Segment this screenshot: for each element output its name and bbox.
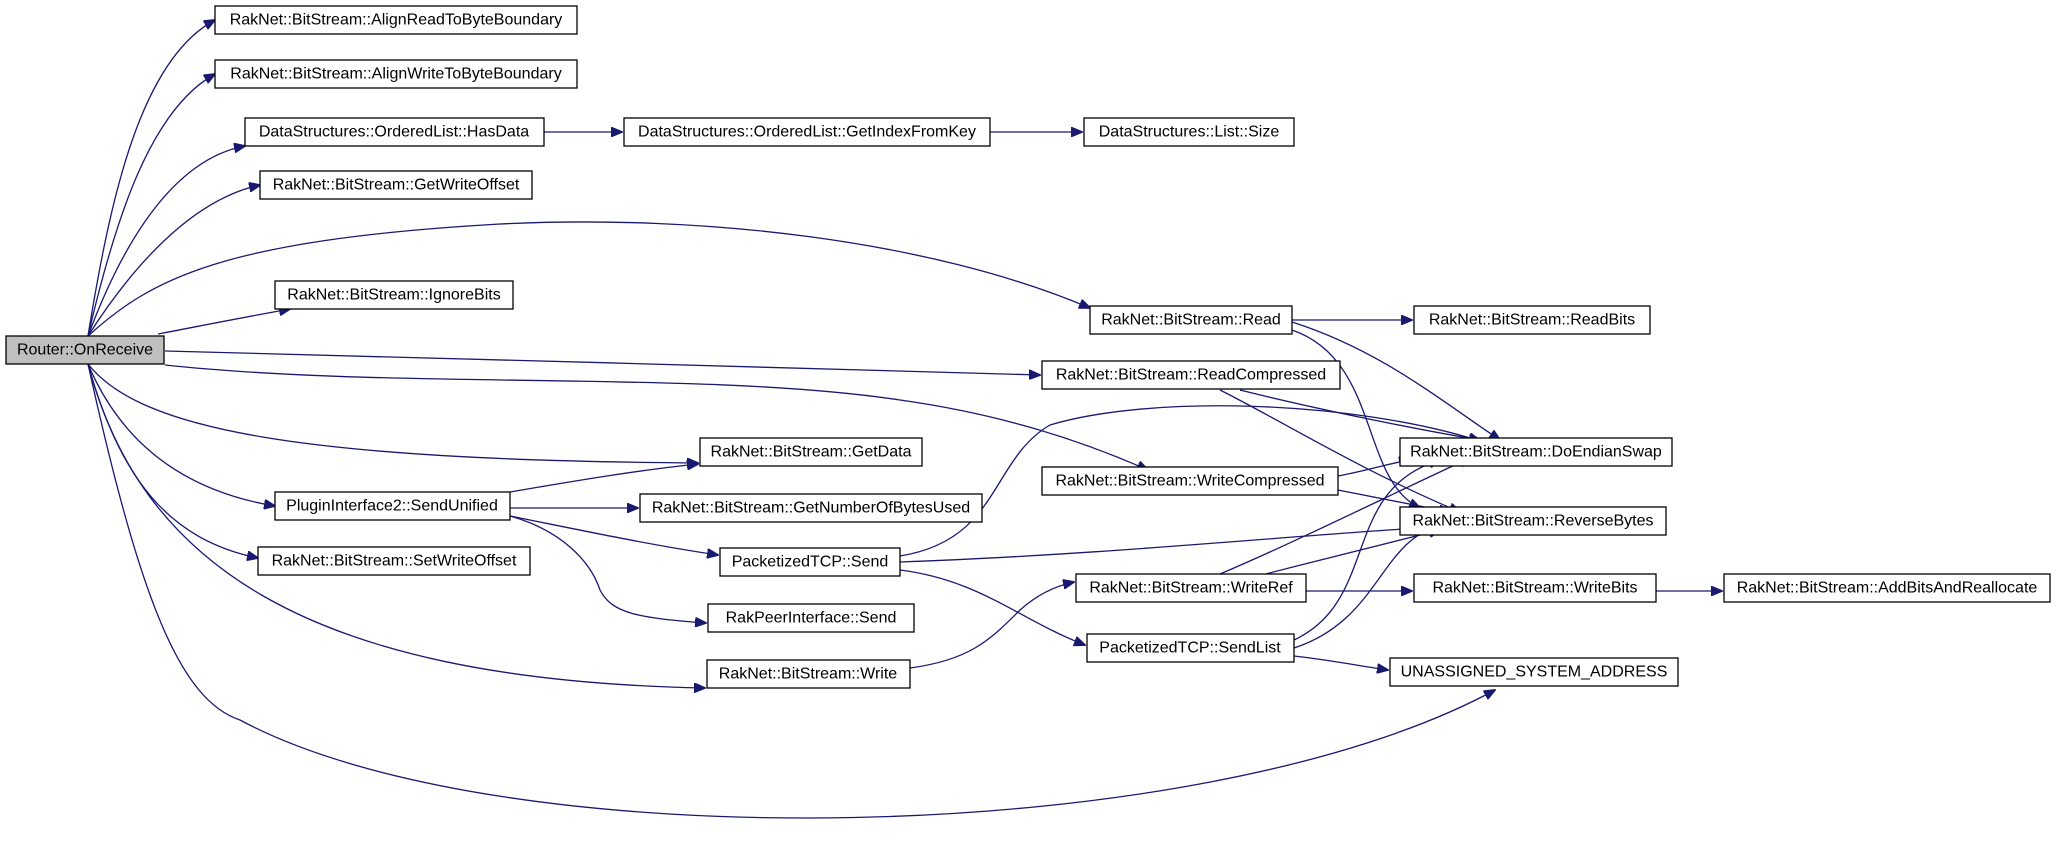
node-ol-hasdata[interactable]: DataStructures::OrderedList::HasData xyxy=(244,117,545,147)
edge-sendlist-unassigned xyxy=(1293,655,1388,670)
node-label: PacketizedTCP::Send xyxy=(732,554,889,571)
node-get-num-bytes[interactable]: RakNet::BitStream::GetNumberOfBytesUsed xyxy=(639,493,983,523)
node-do-endian-swap[interactable]: RakNet::BitStream::DoEndianSwap xyxy=(1399,437,1673,467)
node-label: RakNet::BitStream::ReadBits xyxy=(1429,312,1635,329)
node-label: PacketizedTCP::SendList xyxy=(1099,640,1281,657)
node-set-write-offset[interactable]: RakNet::BitStream::SetWriteOffset xyxy=(257,546,531,576)
node-bs-read[interactable]: RakNet::BitStream::Read xyxy=(1089,305,1293,335)
edge-router-align-read xyxy=(87,20,215,337)
node-label: RakPeerInterface::Send xyxy=(726,610,897,627)
node-list-size[interactable]: DataStructures::List::Size xyxy=(1083,117,1295,147)
edge-sendunified-getdata xyxy=(509,464,698,493)
edge-router-ol-hasdata xyxy=(87,146,245,337)
node-label: RakNet::BitStream::IgnoreBits xyxy=(287,287,500,304)
node-unassigned-addr[interactable]: UNASSIGNED_SYSTEM_ADDRESS xyxy=(1389,657,1679,687)
node-get-data[interactable]: RakNet::BitStream::GetData xyxy=(699,437,923,467)
edge-writeref-endian xyxy=(1219,458,1470,575)
node-ptcp-send[interactable]: PacketizedTCP::Send xyxy=(719,547,901,577)
edge-sendunified-ptcp-send xyxy=(509,515,718,555)
edge-sendunified-rakpeer xyxy=(509,515,706,623)
node-ptcp-sendlist[interactable]: PacketizedTCP::SendList xyxy=(1086,633,1295,663)
node-label: RakNet::BitStream::SetWriteOffset xyxy=(272,553,517,570)
edge-router-get-data xyxy=(87,363,698,463)
node-bs-write[interactable]: RakNet::BitStream::Write xyxy=(706,659,911,689)
node-label: RakNet::BitStream::ReverseBytes xyxy=(1413,513,1654,530)
edge-read-endian xyxy=(1291,321,1500,440)
node-label: DataStructures::OrderedList::HasData xyxy=(259,124,529,141)
node-rakpeer-send[interactable]: RakPeerInterface::Send xyxy=(707,603,915,633)
nodes: Router::OnReceive RakNet::BitStream::Ali… xyxy=(5,5,2051,689)
node-ignore-bits[interactable]: RakNet::BitStream::IgnoreBits xyxy=(274,280,514,310)
node-label: RakNet::BitStream::AddBitsAndReallocate xyxy=(1737,580,2038,597)
node-label: DataStructures::List::Size xyxy=(1099,124,1280,141)
edge-read-reverse xyxy=(1291,329,1420,508)
node-write-ref[interactable]: RakNet::BitStream::WriteRef xyxy=(1075,573,1307,603)
edge-router-write-compressed xyxy=(164,364,1148,470)
edge-writeref-reverse xyxy=(1249,530,1440,579)
node-add-bits-realloc[interactable]: RakNet::BitStream::AddBitsAndReallocate xyxy=(1723,573,2051,603)
node-label: DataStructures::OrderedList::GetIndexFro… xyxy=(638,124,976,141)
edge-router-get-write-offset xyxy=(87,185,260,337)
node-label: RakNet::BitStream::GetWriteOffset xyxy=(273,177,520,194)
node-label: PluginInterface2::SendUnified xyxy=(286,498,498,515)
edge-ptcpsend-sendlist xyxy=(899,569,1085,645)
edge-router-set-write-offset xyxy=(87,363,258,558)
edge-readcompressed-reverse xyxy=(1219,389,1460,512)
node-label: UNASSIGNED_SYSTEM_ADDRESS xyxy=(1401,664,1668,681)
node-read-compressed[interactable]: RakNet::BitStream::ReadCompressed xyxy=(1041,360,1341,390)
edge-router-bs-read xyxy=(87,221,1090,337)
node-send-unified[interactable]: PluginInterface2::SendUnified xyxy=(274,491,511,521)
node-label: RakNet::BitStream::Read xyxy=(1101,312,1281,329)
edge-write-writeref xyxy=(909,582,1074,669)
node-label: RakNet::BitStream::WriteBits xyxy=(1432,580,1637,597)
node-label: RakNet::BitStream::ReadCompressed xyxy=(1056,367,1326,384)
node-label: RakNet::BitStream::DoEndianSwap xyxy=(1410,444,1662,461)
node-align-write[interactable]: RakNet::BitStream::AlignWriteToByteBound… xyxy=(214,59,578,89)
edge-router-unassigned xyxy=(87,363,1495,819)
node-get-write-offset[interactable]: RakNet::BitStream::GetWriteOffset xyxy=(259,170,533,200)
edge-router-read-compressed xyxy=(164,350,1040,375)
node-label: RakNet::BitStream::GetNumberOfBytesUsed xyxy=(652,500,970,517)
edge-router-send-unified xyxy=(87,363,275,506)
node-router-onreceive[interactable]: Router::OnReceive xyxy=(5,335,165,365)
node-label: RakNet::BitStream::Write xyxy=(719,666,898,683)
node-reverse-bytes[interactable]: RakNet::BitStream::ReverseBytes xyxy=(1399,506,1667,536)
edge-router-bs-write xyxy=(87,363,705,688)
edge-readcompressed-endian xyxy=(1239,389,1480,440)
edge-sendlist-endian xyxy=(1293,460,1440,641)
node-ol-getindex[interactable]: DataStructures::OrderedList::GetIndexFro… xyxy=(623,117,991,147)
node-label: Router::OnReceive xyxy=(17,342,153,359)
node-write-bits[interactable]: RakNet::BitStream::WriteBits xyxy=(1413,573,1657,603)
edge-router-ignore-bits xyxy=(157,309,290,335)
node-label: RakNet::BitStream::WriteRef xyxy=(1089,580,1293,597)
node-write-compressed[interactable]: RakNet::BitStream::WriteCompressed xyxy=(1041,466,1339,496)
node-label: RakNet::BitStream::WriteCompressed xyxy=(1055,473,1324,490)
node-read-bits[interactable]: RakNet::BitStream::ReadBits xyxy=(1413,305,1651,335)
edge-ptcpsend-reverse xyxy=(899,528,1420,563)
node-label: RakNet::BitStream::AlignWriteToByteBound… xyxy=(230,66,561,83)
node-label: RakNet::BitStream::AlignReadToByteBounda… xyxy=(230,12,563,29)
edge-router-align-write xyxy=(87,74,215,337)
node-label: RakNet::BitStream::GetData xyxy=(711,444,912,461)
node-align-read[interactable]: RakNet::BitStream::AlignReadToByteBounda… xyxy=(214,5,578,35)
edge-writecompressed-endian xyxy=(1337,460,1410,477)
